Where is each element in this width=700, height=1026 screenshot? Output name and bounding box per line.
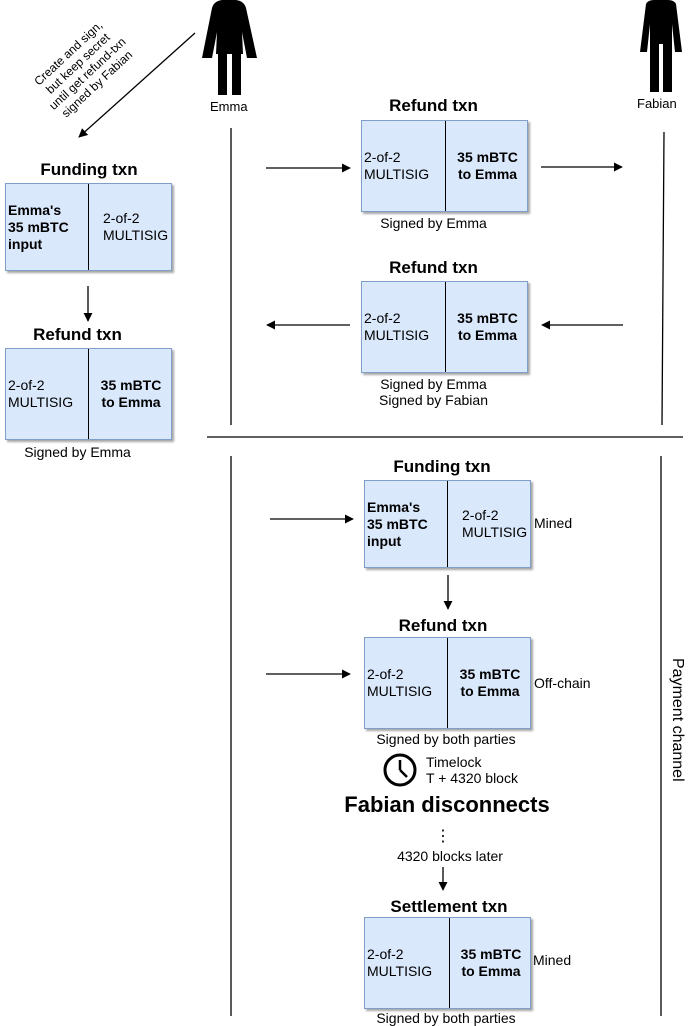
fabian-label: Fabian <box>637 96 677 111</box>
refund1-title: Refund txn <box>389 96 478 115</box>
refund3-title: Refund txn <box>398 616 488 635</box>
refund3-caption: Signed by both parties <box>376 731 516 747</box>
settlement-caption: Signed by both parties <box>376 1010 516 1026</box>
emma-person-icon <box>202 0 257 95</box>
timelock-text: Timelock T + 4320 block <box>426 754 518 786</box>
settlement-title: Settlement txn <box>390 897 508 916</box>
fabian-person-icon <box>640 0 682 92</box>
payment-channel-label: Payment channel <box>669 658 686 782</box>
refund2-caption-1: Signed by Emma <box>380 376 487 392</box>
refund1-caption: Signed by Emma <box>380 215 487 231</box>
emma-label: Emma <box>210 99 248 114</box>
refund3-status: Off-chain <box>534 675 591 691</box>
later-text: 4320 blocks later <box>397 848 503 864</box>
left-refund-title: Refund txn <box>33 325 122 344</box>
clock-icon <box>383 753 417 787</box>
fabian-lifeline-top <box>661 131 665 426</box>
settlement-status: Mined <box>533 952 572 968</box>
left-refund-caption: Signed by Emma <box>24 444 131 460</box>
funding2-title: Funding txn <box>393 457 491 476</box>
disconnect-heading: Fabian disconnects <box>344 792 550 817</box>
refund2-title: Refund txn <box>389 258 478 277</box>
left-funding-title: Funding txn <box>40 160 138 179</box>
funding2-status: Mined <box>534 515 573 531</box>
note-arrow <box>78 32 196 138</box>
ellipsis: ⋮ <box>435 828 451 845</box>
refund2-caption-2: Signed by Fabian <box>379 392 488 408</box>
